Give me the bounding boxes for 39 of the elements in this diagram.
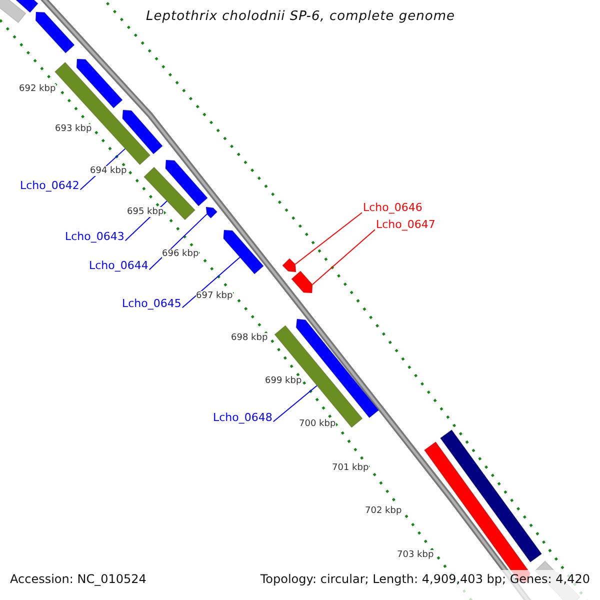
scale-label: 696 kbp (162, 249, 199, 260)
gene-label: Lcho_0647 (376, 219, 436, 232)
gene-feature (54, 62, 151, 166)
gene-label: Lcho_0648 (213, 412, 272, 425)
scale-label: 699 kbp (265, 376, 302, 386)
genome-info-text: Topology: circular; Length: 4,909,403 bp; Genes: 4,420 (260, 573, 590, 587)
scale-label: 695 kbp (127, 207, 164, 218)
gene-feature (165, 160, 208, 207)
scale-label: 693 kbp (55, 124, 92, 134)
gene-feature (223, 230, 264, 275)
gene-feature (290, 270, 313, 294)
scale-label: 700 kbp (299, 419, 336, 430)
gene-feature (143, 166, 196, 220)
accession-text: Accession: NC_010524 (10, 573, 146, 587)
leader-line (312, 229, 376, 286)
scale-label: 694 kbp (90, 166, 127, 176)
gene-feature (122, 110, 164, 155)
gene-feature (206, 206, 218, 219)
scale-label: 701 kbp (332, 463, 369, 474)
gene-feature (0, 0, 26, 24)
scale-label: 697 kbp (196, 291, 233, 302)
gene-label: Lcho_0645 (122, 298, 182, 311)
gene-feature (440, 429, 542, 563)
title: Leptothrix cholodnii SP-6, complete genome (146, 10, 455, 25)
gene-label: Lcho_0644 (89, 260, 148, 273)
leader-line (272, 385, 318, 422)
gene-label: Lcho_0642 (20, 180, 80, 193)
scale-label: 703 kbp (397, 550, 434, 560)
leader-line (148, 214, 208, 270)
gene-label: Lcho_0646 (363, 202, 422, 215)
leader-line (182, 256, 240, 308)
gene-feature (76, 58, 123, 109)
gene-feature (35, 12, 75, 54)
gene-label: Lcho_0643 (65, 231, 124, 244)
scale-label: 698 kbp (231, 333, 268, 344)
scale-label: 702 kbp (365, 506, 402, 516)
gene-feature (282, 258, 296, 272)
leader-line (294, 212, 362, 265)
scale-label: 692 kbp (19, 84, 56, 94)
